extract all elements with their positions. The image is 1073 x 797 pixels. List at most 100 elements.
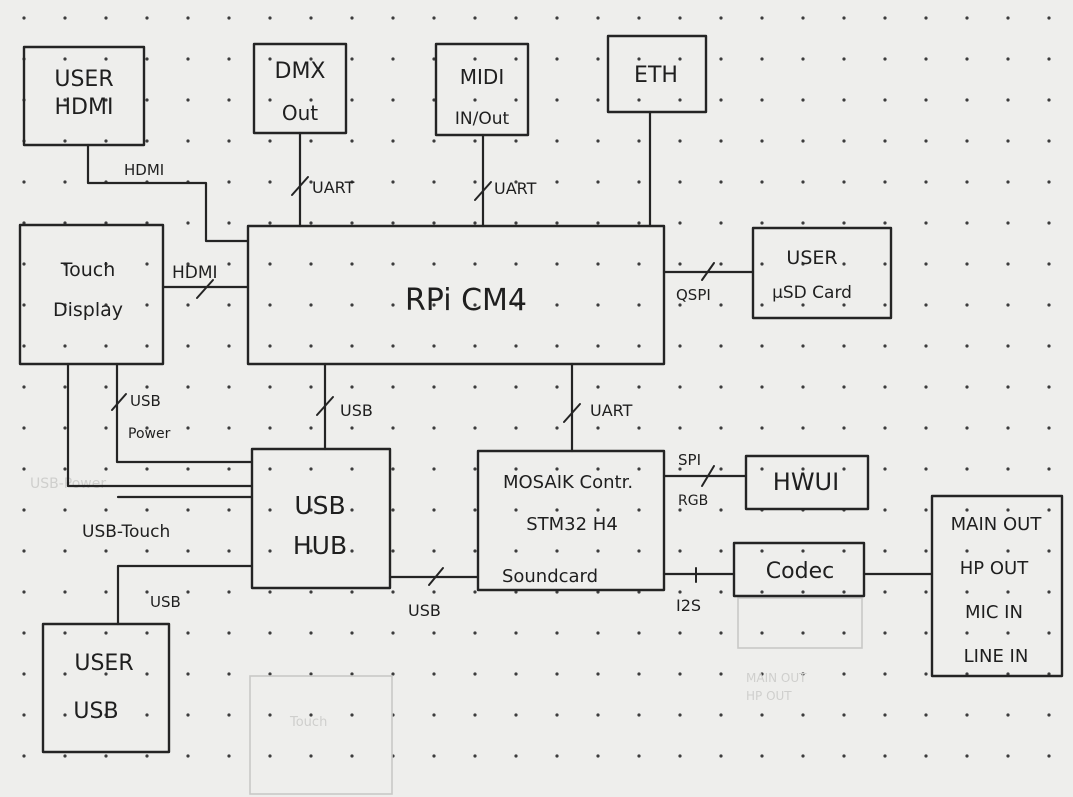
grid-dot bbox=[678, 57, 682, 61]
grid-dot bbox=[227, 590, 231, 594]
grid-dot bbox=[1006, 16, 1010, 20]
grid-dot bbox=[514, 467, 518, 471]
grid-dot bbox=[473, 221, 477, 225]
svg-text:MAIN OUT: MAIN OUT bbox=[746, 671, 807, 685]
grid-dot bbox=[801, 385, 805, 389]
grid-dot bbox=[965, 549, 969, 553]
grid-dot bbox=[309, 631, 313, 635]
grid-dot bbox=[883, 672, 887, 676]
grid-dot bbox=[719, 713, 723, 717]
grid-dot bbox=[760, 303, 764, 307]
bus-mark bbox=[701, 262, 715, 281]
grid-dot bbox=[924, 385, 928, 389]
grid-dot bbox=[1006, 713, 1010, 717]
grid-dot bbox=[145, 221, 149, 225]
grid-dot bbox=[391, 672, 395, 676]
grid-dot bbox=[22, 467, 26, 471]
grid-dot bbox=[514, 16, 518, 20]
grid-dot bbox=[309, 549, 313, 553]
grid-dot bbox=[555, 713, 559, 717]
mosaik-label: STM32 H4 bbox=[526, 514, 618, 535]
grid-dot bbox=[227, 385, 231, 389]
grid-dot bbox=[1047, 754, 1051, 758]
usb-hub-label: HUB bbox=[293, 531, 347, 560]
grid-dot bbox=[924, 754, 928, 758]
grid-dot bbox=[227, 180, 231, 184]
grid-dot bbox=[514, 713, 518, 717]
grid-dot bbox=[145, 385, 149, 389]
touch-display-box bbox=[18, 223, 165, 366]
grid-dot bbox=[760, 221, 764, 225]
grid-dot bbox=[473, 754, 477, 758]
grid-dot bbox=[145, 549, 149, 553]
grid-dot bbox=[760, 180, 764, 184]
grid-dot bbox=[22, 754, 26, 758]
grid-dot bbox=[104, 139, 108, 143]
grid-dot bbox=[309, 426, 313, 430]
grid-dot bbox=[473, 262, 477, 266]
grid-dot bbox=[63, 631, 67, 635]
grid-dot bbox=[104, 303, 108, 307]
grid-dot bbox=[350, 262, 354, 266]
grid-dot bbox=[186, 139, 190, 143]
grid-dot bbox=[391, 590, 395, 594]
grid-dot bbox=[555, 16, 559, 20]
grid-dot bbox=[432, 590, 436, 594]
grid-dot bbox=[801, 590, 805, 594]
grid-dot bbox=[350, 672, 354, 676]
grid-dot bbox=[268, 549, 272, 553]
grid-dot bbox=[104, 262, 108, 266]
grid-dot bbox=[842, 180, 846, 184]
grid-dot bbox=[719, 344, 723, 348]
grid-dot bbox=[22, 713, 26, 717]
bus-mark bbox=[428, 567, 444, 586]
grid-dot bbox=[227, 549, 231, 553]
grid-dot bbox=[350, 467, 354, 471]
grid-dot bbox=[268, 672, 272, 676]
grid-dot bbox=[637, 672, 641, 676]
grid-dot bbox=[596, 98, 600, 102]
grid-dot bbox=[760, 590, 764, 594]
user-usb-box bbox=[41, 622, 171, 754]
grid-dot bbox=[268, 262, 272, 266]
grid-dot bbox=[63, 262, 67, 266]
bus-mark bbox=[316, 396, 334, 416]
grid-dot bbox=[186, 98, 190, 102]
grid-dot bbox=[104, 549, 108, 553]
grid-dot bbox=[596, 262, 600, 266]
usb-power-link-label: Power bbox=[128, 426, 171, 442]
grid-dot bbox=[473, 57, 477, 61]
grid-dot bbox=[145, 713, 149, 717]
grid-dot bbox=[555, 754, 559, 758]
grid-dot bbox=[227, 672, 231, 676]
grid-dot bbox=[186, 16, 190, 20]
grid-dot bbox=[1006, 467, 1010, 471]
audio-io-label: MAIN OUT bbox=[951, 514, 1043, 535]
grid-dot bbox=[63, 508, 67, 512]
grid-dot bbox=[514, 426, 518, 430]
grid-dot bbox=[965, 344, 969, 348]
grid-dot bbox=[965, 57, 969, 61]
grid-dot bbox=[227, 221, 231, 225]
grid-dot bbox=[678, 16, 682, 20]
grid-dot bbox=[1047, 303, 1051, 307]
grid-dot bbox=[637, 16, 641, 20]
grid-dot bbox=[801, 262, 805, 266]
grid-dot bbox=[186, 672, 190, 676]
grid-dot bbox=[965, 590, 969, 594]
grid-dot bbox=[391, 508, 395, 512]
grid-dot bbox=[22, 590, 26, 594]
bus-mark bbox=[474, 181, 492, 201]
grid-dot bbox=[1047, 713, 1051, 717]
grid-dot bbox=[555, 426, 559, 430]
audio-io-label: HP OUT bbox=[960, 558, 1029, 579]
grid-dot bbox=[760, 385, 764, 389]
grid-dot bbox=[678, 303, 682, 307]
grid-dot bbox=[473, 713, 477, 717]
grid-dot bbox=[801, 467, 805, 471]
grid-dot bbox=[1047, 631, 1051, 635]
grid-dot bbox=[719, 139, 723, 143]
grid-dot bbox=[637, 467, 641, 471]
usb-touch-link-label: USB-Touch bbox=[82, 522, 170, 542]
grid-dot bbox=[1047, 221, 1051, 225]
